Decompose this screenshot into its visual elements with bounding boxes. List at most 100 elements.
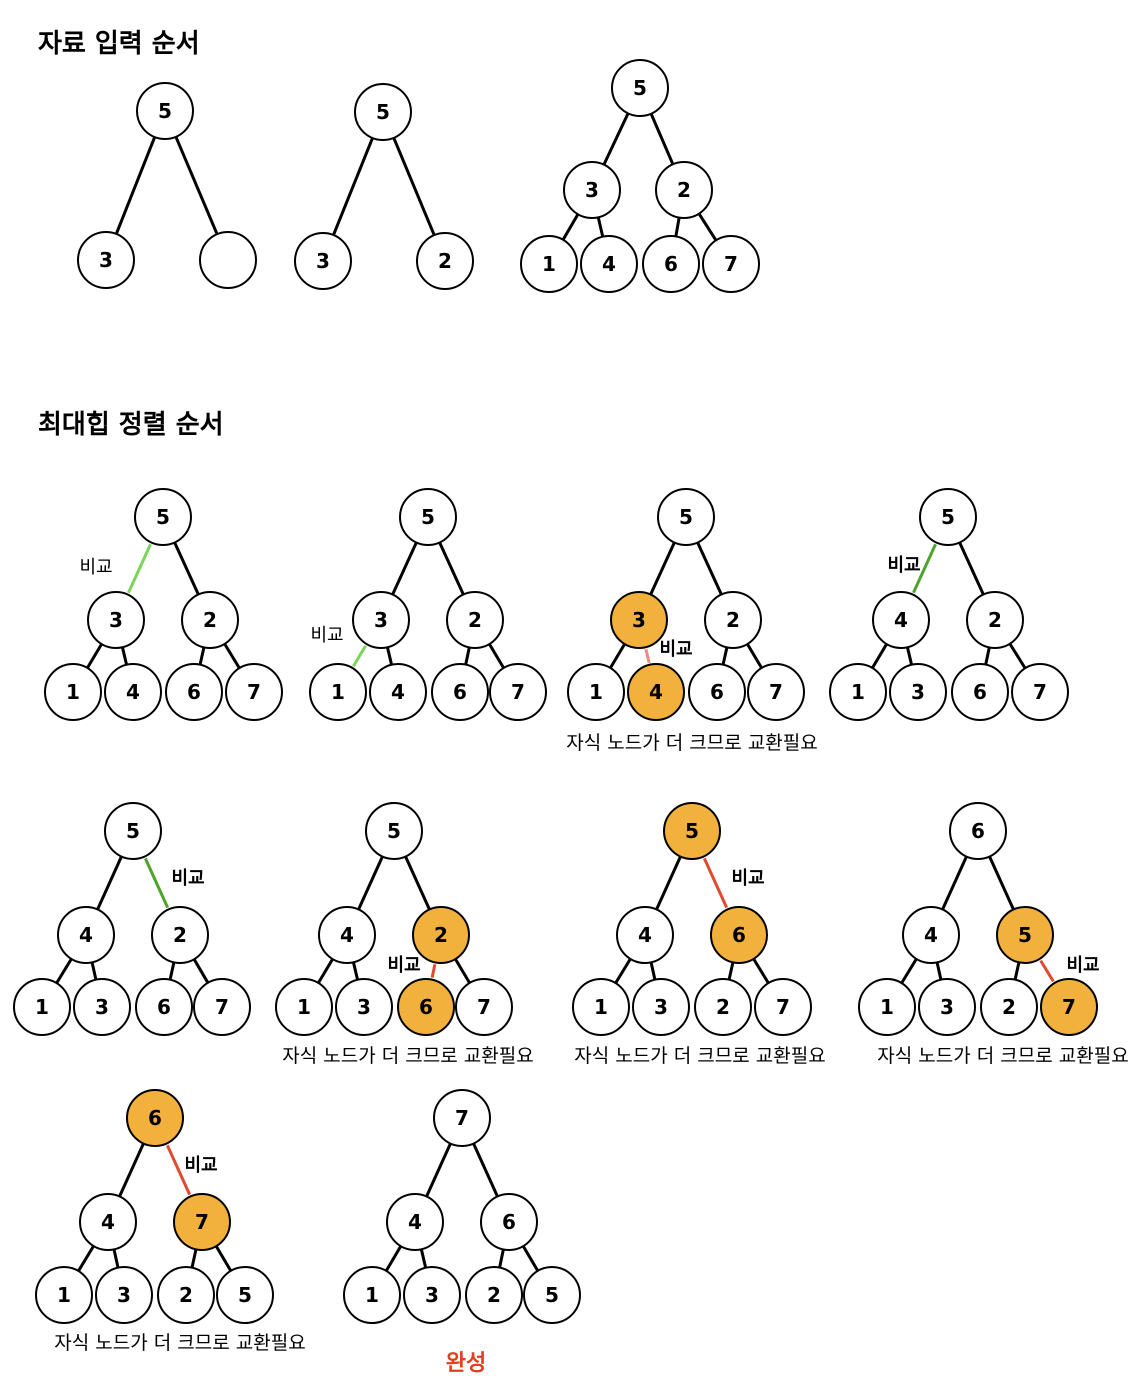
tree-node bbox=[135, 978, 193, 1036]
tree-node bbox=[136, 82, 194, 140]
highlighted-node bbox=[627, 663, 685, 721]
highlighted-node bbox=[397, 978, 455, 1036]
tree-edge bbox=[454, 958, 471, 984]
tree-node bbox=[225, 663, 283, 721]
compare-edge bbox=[165, 1144, 192, 1196]
tree-node-label: 2 bbox=[173, 923, 187, 947]
tree-edge bbox=[198, 647, 206, 665]
compare-edge bbox=[1039, 959, 1055, 983]
compare-label: 비교 bbox=[731, 868, 764, 889]
tree-node bbox=[181, 591, 239, 649]
tree-node-label: 6 bbox=[710, 680, 724, 704]
tree-edge bbox=[351, 961, 360, 981]
tree-edge bbox=[120, 646, 129, 666]
tree-node bbox=[754, 978, 812, 1036]
tree-node bbox=[318, 906, 376, 964]
tree-node-label: 6 bbox=[187, 680, 201, 704]
tree-node bbox=[489, 663, 547, 721]
tree-edge bbox=[425, 1142, 452, 1198]
highlighted-node bbox=[412, 906, 470, 964]
tree-edge bbox=[649, 962, 657, 980]
tree-edge bbox=[958, 541, 985, 596]
tree-node-label: 7 bbox=[477, 995, 491, 1019]
highlighted-node bbox=[126, 1089, 184, 1147]
tree-node-label: 1 bbox=[331, 680, 345, 704]
tree-node-label: 3 bbox=[911, 680, 925, 704]
tree-node bbox=[79, 1193, 137, 1251]
tree-node-label: 1 bbox=[880, 995, 894, 1019]
tree-node-label: 5 bbox=[376, 100, 390, 124]
tree-node-label: 3 bbox=[585, 178, 599, 202]
tree-node bbox=[335, 978, 393, 1036]
tree-node-label: 3 bbox=[99, 248, 113, 272]
tree-node bbox=[702, 235, 760, 293]
tree-node bbox=[386, 1193, 444, 1251]
tree-node-label: 4 bbox=[602, 252, 616, 276]
tree-edge bbox=[649, 113, 675, 165]
tree-node-label: 4 bbox=[101, 1210, 115, 1234]
tree-edge bbox=[190, 1249, 198, 1268]
tree-edge bbox=[391, 541, 418, 596]
tree-node bbox=[704, 591, 762, 649]
tree-node bbox=[655, 161, 713, 219]
tree-node-label: 2 bbox=[677, 178, 691, 202]
tree-node-label: 1 bbox=[35, 995, 49, 1019]
tree-edge bbox=[696, 541, 723, 596]
tree-edge bbox=[357, 855, 384, 911]
tree-node bbox=[567, 663, 625, 721]
tree-node-label: 7 bbox=[769, 680, 783, 704]
tree-node bbox=[520, 235, 578, 293]
tree-node-label: 3 bbox=[316, 249, 330, 273]
compare-edge bbox=[644, 648, 651, 664]
tree-edge bbox=[419, 1248, 428, 1269]
tree-node bbox=[747, 663, 805, 721]
tree-node bbox=[523, 1266, 581, 1324]
tree-node-label: 5 bbox=[421, 505, 435, 529]
tree-edge bbox=[905, 646, 914, 666]
tree-node bbox=[165, 663, 223, 721]
tree-edge bbox=[173, 541, 200, 596]
tree-node bbox=[193, 978, 251, 1036]
tree-node-label: 6 bbox=[973, 680, 987, 704]
tree-node bbox=[688, 663, 746, 721]
tree-node-label: 4 bbox=[340, 923, 354, 947]
tree-edge bbox=[988, 855, 1015, 911]
tree-node-label: 7 bbox=[215, 995, 229, 1019]
tree-edge bbox=[488, 643, 505, 669]
tree-node bbox=[480, 1193, 538, 1251]
tree-edge bbox=[746, 643, 763, 669]
tree-node-label: 4 bbox=[126, 680, 140, 704]
tree-edge bbox=[192, 958, 210, 984]
swap-caption: 자식 노드가 더 크므로 교환필요 bbox=[877, 1045, 1128, 1067]
tree-edge bbox=[721, 647, 729, 665]
tree-node-label: 4 bbox=[638, 923, 652, 947]
highlighted-node-label: 7 bbox=[195, 1210, 209, 1234]
highlighted-node-label: 3 bbox=[632, 608, 646, 632]
tree-edge bbox=[168, 962, 176, 980]
tree-node bbox=[465, 1266, 523, 1324]
swap-caption: 자식 노드가 더 크므로 교환필요 bbox=[566, 732, 817, 754]
tree-node bbox=[157, 1266, 215, 1324]
tree-node-label: 5 bbox=[387, 819, 401, 843]
tree-node-label: 7 bbox=[724, 252, 738, 276]
compare-label: 비교 bbox=[171, 868, 204, 889]
tree-edge bbox=[697, 212, 718, 242]
tree-node bbox=[951, 663, 1009, 721]
tree-node-label: 3 bbox=[374, 608, 388, 632]
tree-node bbox=[13, 978, 71, 1036]
tree-node bbox=[369, 663, 427, 721]
tree-node bbox=[403, 1266, 461, 1324]
tree-node-label: 6 bbox=[971, 819, 985, 843]
tree-edge bbox=[112, 1249, 120, 1268]
tree-edge bbox=[464, 647, 471, 665]
tree-node bbox=[694, 978, 752, 1036]
tree-edge bbox=[521, 1245, 540, 1272]
tree-edge bbox=[596, 216, 605, 238]
compare-label: 비교 bbox=[79, 557, 112, 578]
tree-node bbox=[611, 59, 669, 117]
highlighted-node bbox=[610, 591, 668, 649]
tree-node-label: 7 bbox=[247, 680, 261, 704]
tree-edge bbox=[900, 958, 918, 984]
